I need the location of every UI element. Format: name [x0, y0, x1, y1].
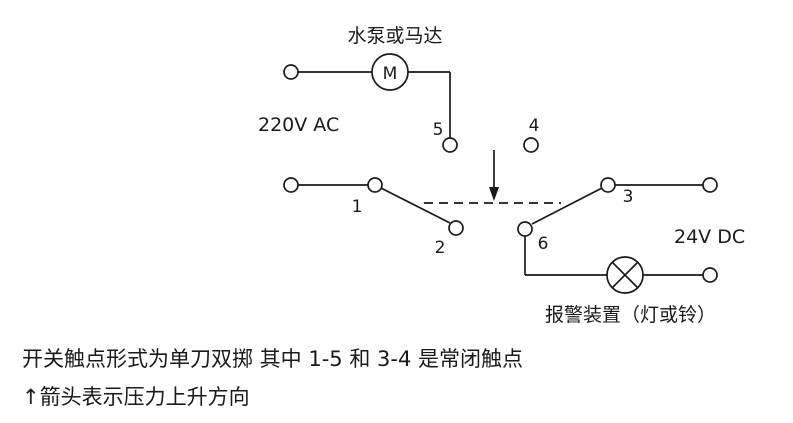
- terminal-5-label: 5: [433, 120, 444, 140]
- terminal-4-label: 4: [529, 116, 540, 136]
- terminal-6-label: 6: [538, 234, 549, 254]
- terminal-left-mid: [283, 177, 299, 193]
- terminal-2: [448, 220, 464, 236]
- terminal-1-label: 1: [352, 197, 363, 217]
- terminal-4: [523, 137, 539, 153]
- right-voltage-label: 24V DC: [674, 226, 745, 248]
- lamp-cross-line-2: [611, 261, 639, 289]
- terminal-left-top: [283, 64, 299, 80]
- terminal-3-label: 3: [623, 187, 634, 207]
- terminal-1: [367, 177, 383, 193]
- switch-blade-left: [380, 187, 451, 224]
- note-line-1: 开关触点形式为单刀双掷 其中 1-5 和 3-4 是常闭触点: [22, 347, 523, 371]
- terminal-right-bottom: [702, 267, 718, 283]
- terminal-3: [600, 177, 616, 193]
- left-voltage-label: 220V AC: [258, 114, 339, 136]
- terminal-5: [442, 137, 458, 153]
- motor-symbol: M: [383, 64, 398, 84]
- note-line-2: ↑箭头表示压力上升方向: [22, 385, 250, 409]
- terminal-6: [517, 221, 533, 237]
- alarm-device-label: 报警装置（灯或铃）: [545, 304, 716, 326]
- terminal-2-label: 2: [435, 238, 446, 258]
- pressure-arrow-head-icon: [489, 187, 499, 201]
- pump-motor-label: 水泵或马达: [347, 25, 442, 47]
- terminal-right-top: [702, 177, 718, 193]
- switch-blade-right: [531, 187, 603, 225]
